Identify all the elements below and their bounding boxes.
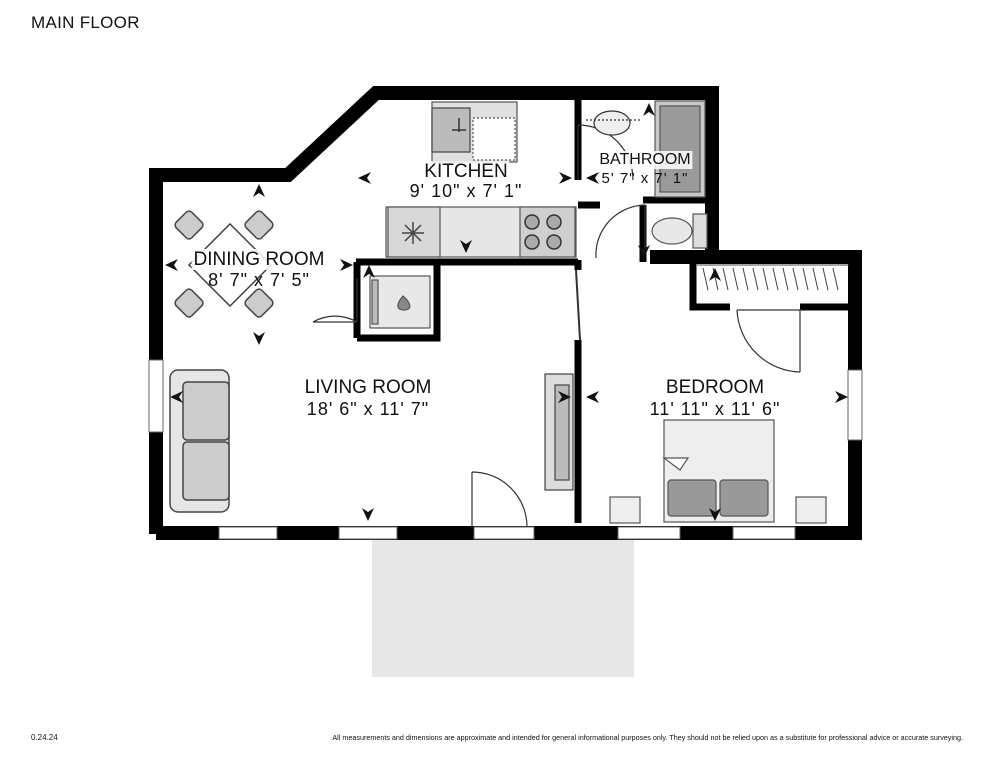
version-label: 0.24.24 (31, 733, 58, 742)
patio (372, 540, 634, 677)
dining-room-name: DINING ROOM (191, 249, 327, 270)
bedroom-dimensions: 11' 11" x 11' 6" (649, 399, 781, 419)
floor-title: MAIN FLOOR (31, 13, 140, 32)
doors (312, 124, 802, 528)
nightstands (609, 496, 827, 524)
disclaimer-text: All measurements and dimensions are appr… (332, 733, 963, 742)
kitchen-dimensions: 9' 10" x 7' 1" (409, 181, 523, 201)
kitchen-name: KITCHEN (422, 161, 510, 182)
sofa-icon (169, 369, 230, 513)
kitchen-fixtures (385, 101, 577, 258)
bathroom-sink-icon (586, 110, 640, 136)
snowflake-icon (402, 222, 424, 244)
bathroom-name: BATHROOM (597, 151, 693, 169)
toilet-icon (651, 213, 708, 249)
dining-room-dimensions: 8' 7" x 7' 5" (208, 270, 310, 290)
windows (148, 359, 863, 540)
closet-hangers (697, 264, 849, 291)
bathtub-icon (654, 100, 706, 198)
bathroom-dimensions: 5' 7" x 7' 1" (601, 170, 689, 187)
living-room-dimensions: 18' 6" x 11' 7" (306, 399, 430, 419)
tv-console (544, 373, 574, 491)
living-room-name: LIVING ROOM (302, 377, 434, 398)
bed-icon (662, 419, 775, 523)
sink-icon (452, 118, 466, 132)
bedroom-name: BEDROOM (663, 377, 767, 398)
dimension-arrows (165, 103, 848, 521)
stove-icon (524, 214, 562, 250)
water-heater-icon (369, 275, 431, 329)
